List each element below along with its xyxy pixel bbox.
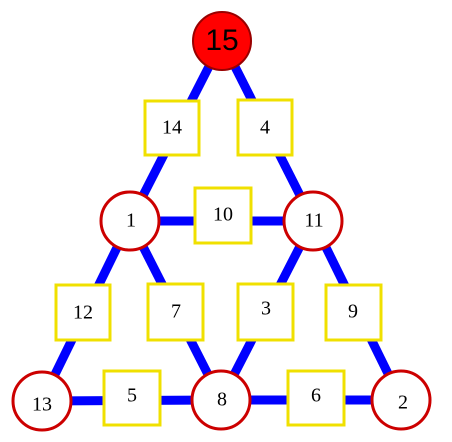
square-node-left-upper: 14: [143, 99, 201, 157]
circle-label-bottom-left: 13: [32, 394, 52, 416]
square-label-right-upper: 4: [260, 117, 270, 139]
circle-node-top: 15: [192, 11, 252, 71]
square-node-inner-right: 3: [236, 282, 295, 342]
square-node-left-lower: 12: [54, 283, 112, 342]
square-node-middle-horizontal: 10: [193, 186, 253, 245]
circle-node-bottom-right: 2: [370, 369, 432, 431]
circle-label-mid-left: 1: [126, 210, 136, 232]
circle-label-top: 15: [205, 24, 238, 57]
square-label-bottom-left: 5: [127, 385, 137, 407]
circle-nodes: 15 1 11 13 8 2: [11, 11, 432, 432]
square-node-bottom-right: 6: [286, 369, 346, 427]
circle-node-mid-right: 11: [282, 190, 344, 252]
square-node-right-upper: 4: [236, 98, 294, 157]
circle-node-mid-left: 1: [99, 190, 161, 252]
square-label-inner-right: 3: [261, 298, 271, 320]
circle-label-mid-right: 11: [304, 210, 323, 232]
square-nodes: 14 4 10 12 7 3 9 5: [54, 98, 383, 427]
square-label-right-lower: 9: [348, 301, 358, 323]
circle-label-bottom-right: 2: [398, 392, 408, 414]
square-node-inner-left: 7: [146, 282, 205, 342]
square-label-left-upper: 14: [162, 117, 182, 139]
square-label-left-lower: 12: [73, 302, 93, 324]
circle-node-bottom-middle: 8: [190, 369, 252, 431]
square-node-bottom-left: 5: [102, 369, 162, 427]
square-node-right-lower: 9: [324, 283, 383, 342]
square-label-middle-horizontal: 10: [213, 204, 233, 226]
circle-label-bottom-middle: 8: [217, 389, 227, 411]
square-label-bottom-right: 6: [311, 385, 321, 407]
square-label-inner-left: 7: [171, 301, 181, 323]
circle-node-bottom-left: 13: [11, 370, 73, 432]
